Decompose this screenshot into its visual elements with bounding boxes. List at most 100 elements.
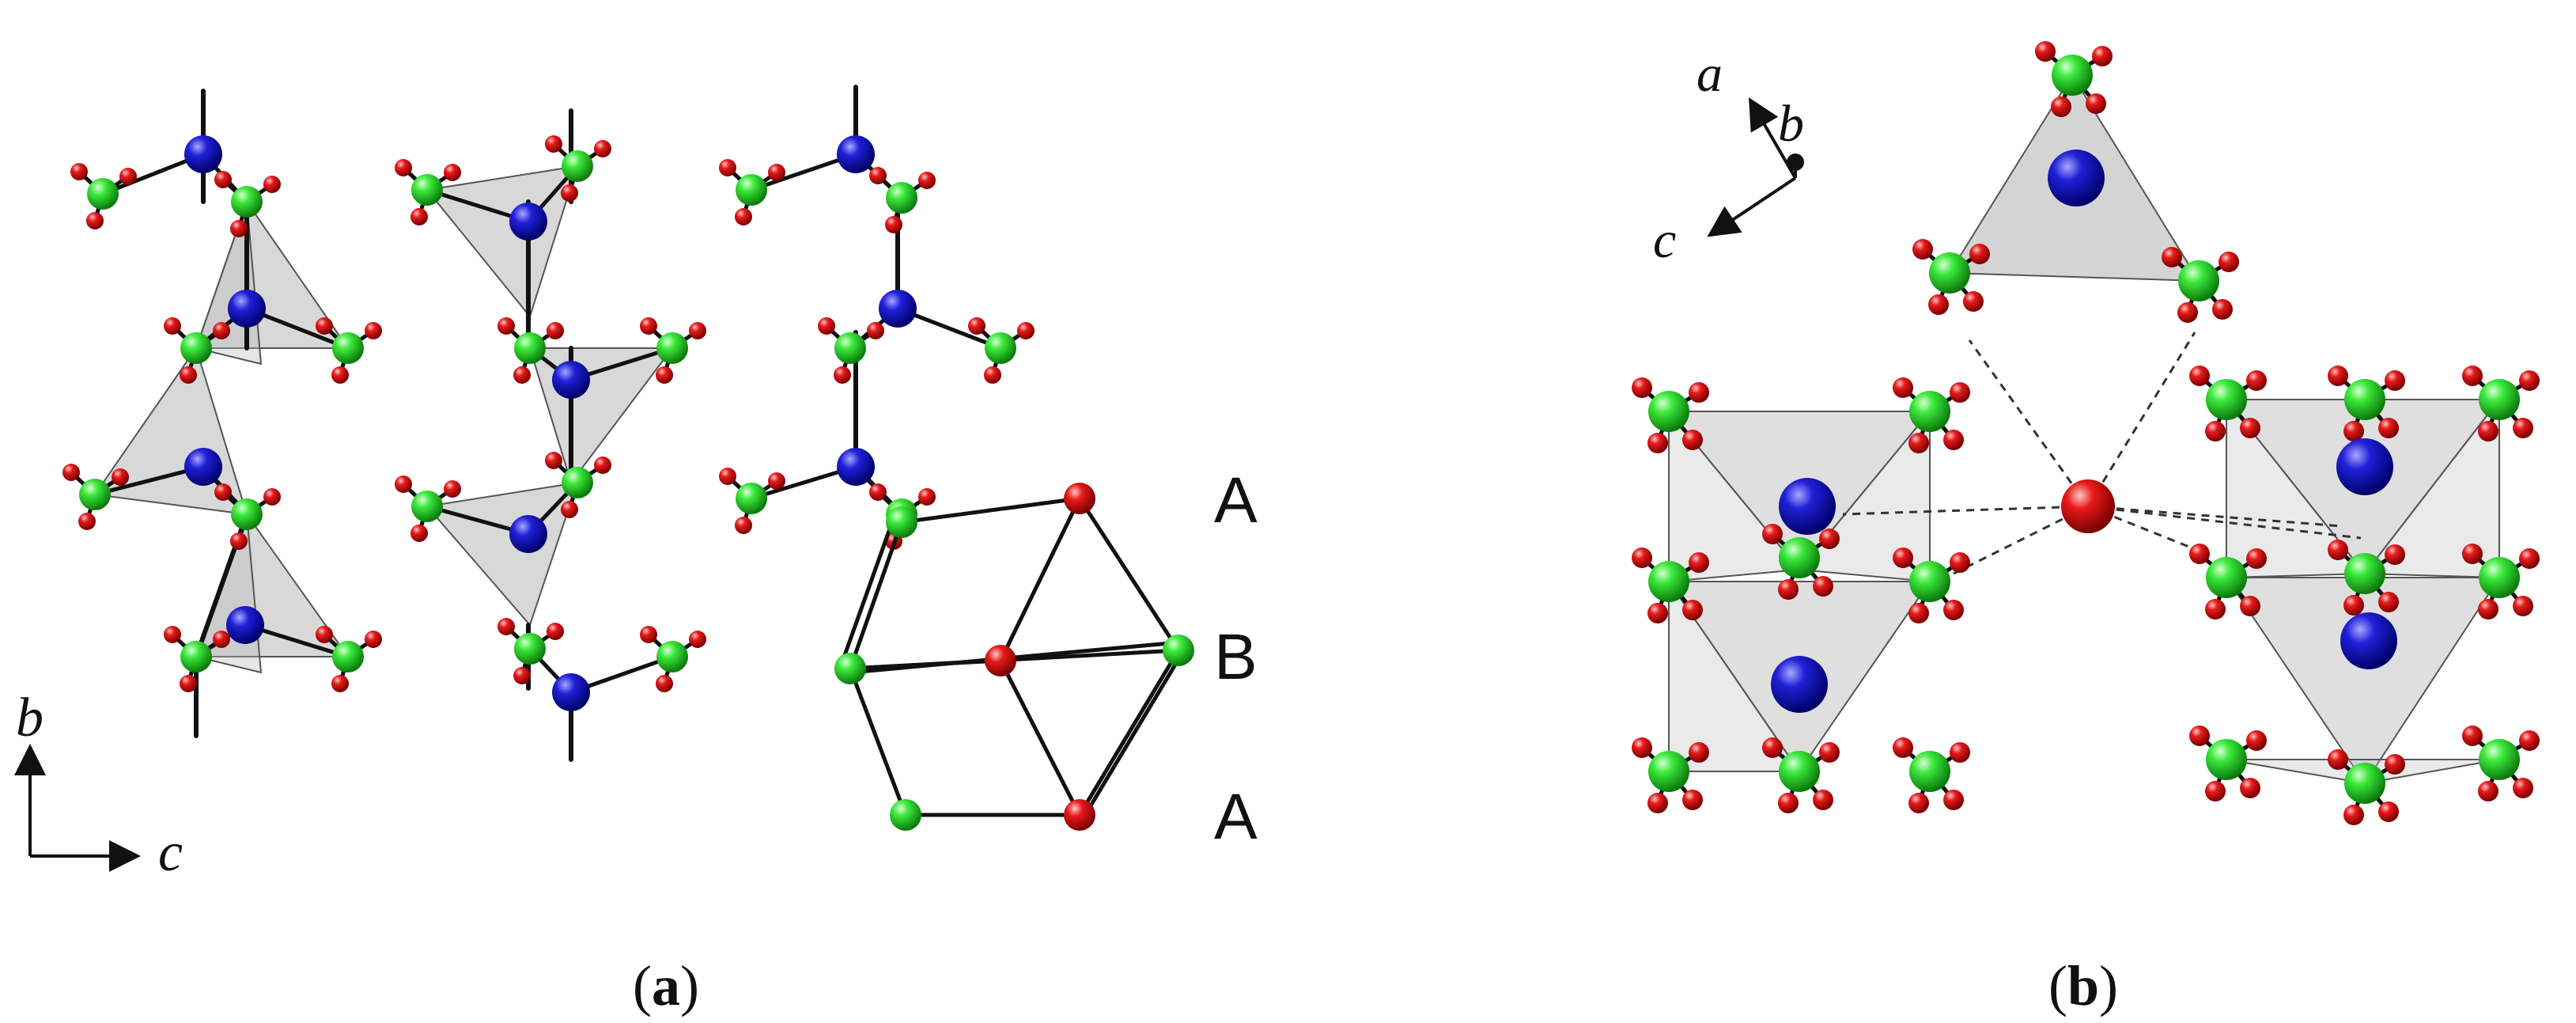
red-atom [2035,41,2056,62]
red-atom [1017,322,1035,339]
c-axis-arrow [1707,176,1797,237]
green-atom [231,498,263,530]
caption-a-open: ( [633,954,652,1017]
green-atom [2052,55,2093,96]
red-atom [2240,778,2260,798]
red-atom [1762,524,1783,544]
red-atom [1908,603,1929,623]
blue-atom [552,361,590,399]
red-atom [968,317,985,335]
red-atom [869,167,887,184]
red-atom [1893,547,1913,568]
red-atom [1778,793,1799,813]
red-atom [230,532,248,550]
b-axis-label: b [1778,95,1804,153]
red-atom [885,216,902,233]
red-atom [1928,294,1949,315]
red-atom [2240,596,2260,616]
green-atom [1779,537,1820,578]
red-atom [213,322,230,339]
blue-atom [226,606,264,644]
green-atom [834,332,866,364]
red-atom [112,468,129,486]
red-atom [410,525,428,542]
green-atom [656,332,688,364]
panel-a-axes: b c [13,688,183,883]
green-atom [562,467,593,498]
green-atom [1779,751,1820,792]
red-atom [656,675,673,692]
red-atom [2343,805,2364,825]
red-atom [2478,781,2498,801]
caption-b-close: ) [2099,954,2118,1017]
green-atom [2479,739,2520,780]
red-atom [1963,291,1984,312]
green-atom [1909,751,1950,792]
green-atom [2344,553,2385,594]
green-atom [656,641,688,673]
red-atom [2513,596,2533,616]
red-atom [62,464,80,481]
red-atom [1943,430,1964,450]
green-atom [180,641,212,673]
red-atom [2378,418,2399,438]
green-atom [514,633,546,665]
red-atom [1912,239,1933,260]
blue-atom [184,448,222,486]
red-atom [331,366,349,384]
red-atom [2219,252,2239,272]
red-atom [545,135,562,153]
red-atom [1689,382,1709,403]
green-atom [2479,379,2520,420]
red-atom [2092,46,2113,66]
green-atom [2206,379,2247,420]
green-atom [890,799,921,831]
green-atom [332,332,364,364]
panel-a-polyhedra [93,165,675,674]
blue-atom [2048,150,2105,206]
red-atom [497,618,515,635]
green-atom [411,491,443,522]
green-atom [332,641,364,673]
red-atom [1647,603,1668,623]
red-atom [395,476,412,493]
red-atom [2462,544,2483,564]
red-atom [2189,544,2210,564]
red-atom [1813,576,1833,597]
b-axis-label: b [16,688,44,748]
stacking-edge [1077,649,1181,817]
red-atom [918,488,936,506]
red-atom [316,626,333,643]
red-atom [214,483,232,501]
blue-atom [552,673,590,711]
green-atom [1648,751,1689,792]
red-atom [78,513,96,530]
red-atom [1689,742,1709,763]
green-atom [2344,763,2385,804]
blue-atom [184,135,222,173]
coordination-polyhedron [1668,578,1801,772]
red-atom [2343,595,2364,616]
red-atom [719,159,736,176]
red-atom [656,366,673,384]
stacking-edge [998,497,1082,662]
red-atom [444,480,461,498]
red-atom [1893,737,1913,758]
red-atom [867,322,884,339]
red-atom [735,517,752,534]
green-atom [736,483,767,514]
red-atom [2246,370,2267,391]
red-atom [640,626,657,643]
red-atom [2462,366,2483,386]
red-atom [768,472,785,490]
blue-atom [228,290,266,328]
red-atom [2205,599,2226,619]
a-axis-label: a [1697,45,1723,103]
red-atom [818,317,835,335]
red-atom [1632,377,1652,398]
red-atom [2328,366,2348,386]
red-atom [230,220,248,237]
green-atom [736,174,767,206]
green-atom [1648,561,1689,602]
contact-line [1842,505,2089,516]
